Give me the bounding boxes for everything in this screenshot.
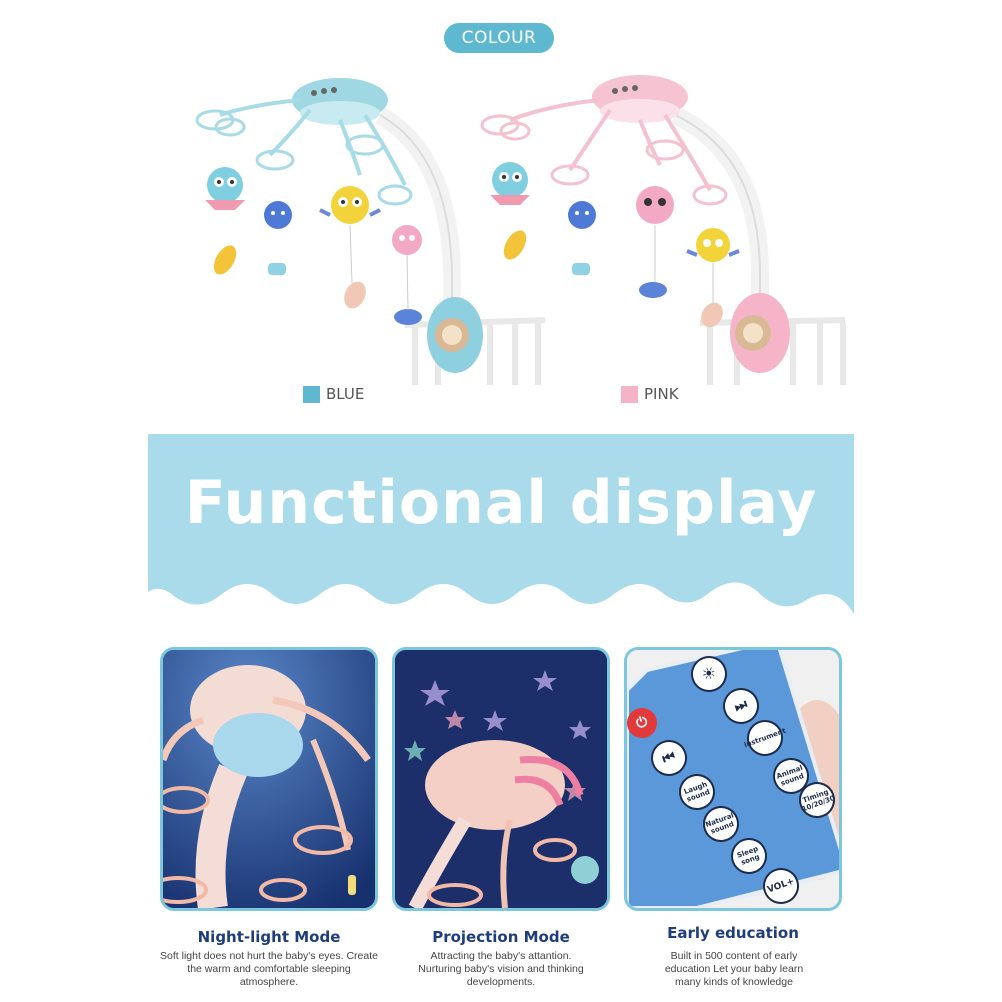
banner-title: Functional display [184, 468, 818, 538]
blue-label: BLUE [326, 385, 365, 403]
blue-variant: BLUE [303, 385, 364, 403]
early-education-description: Built in 500 content of early education … [664, 950, 804, 988]
blue-product-image [190, 65, 550, 385]
pink-variant: PINK [621, 385, 679, 403]
banner-background [148, 434, 854, 614]
colour-heading: COLOUR [444, 23, 554, 53]
early-education-card: ☀ ⏭ ⏻ ⏮ instrument Animal sound Laugh so… [624, 647, 842, 911]
night-light-description: Soft light does not hurt the baby's eyes… [160, 950, 378, 988]
pink-label: PINK [644, 385, 679, 403]
pink-product-image [475, 65, 855, 385]
night-light-card [160, 647, 378, 911]
pink-swatch [621, 385, 638, 403]
projection-title: Projection Mode [432, 928, 570, 946]
projection-description: Attracting the baby's attantion. Nurturi… [418, 950, 584, 988]
blue-swatch [303, 385, 320, 403]
early-education-title: Early education [667, 924, 799, 942]
projection-card [392, 647, 610, 911]
night-light-title: Night-light Mode [197, 928, 341, 946]
